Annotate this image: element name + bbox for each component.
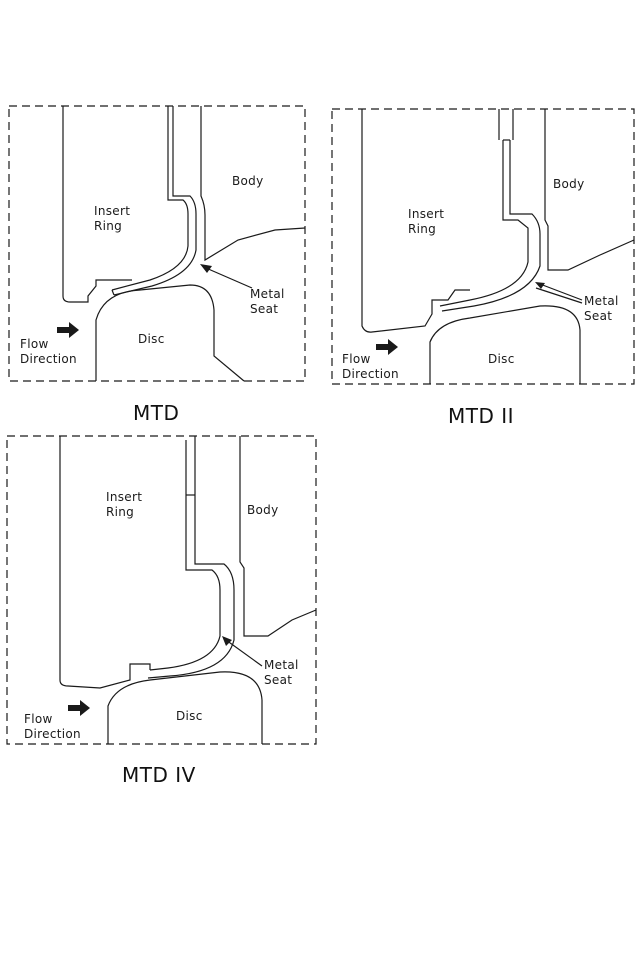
mtd-ii-metal-seat-inner bbox=[441, 140, 541, 312]
mtd-ii-body bbox=[544, 109, 635, 271]
mtd-iv-drawing bbox=[6, 435, 317, 745]
mtd-ii-drawing bbox=[331, 108, 635, 385]
right-arrow-icon bbox=[57, 322, 79, 338]
mtd-iv-metal-seat-label: Metal Seat bbox=[264, 658, 299, 687]
mtd-iv-disc-label: Disc bbox=[176, 709, 203, 723]
mtd-metal-seat-inner bbox=[113, 106, 197, 296]
mtd-iv-metal-seat-inner bbox=[147, 436, 235, 679]
mtd-drawing bbox=[8, 105, 306, 382]
right-arrow-icon bbox=[68, 700, 90, 716]
diagram-mtd-ii: Insert Ring Body Metal Seat Disc Flow Di… bbox=[0, 0, 641, 430]
mtd-insert-ring-label: Insert Ring bbox=[94, 204, 131, 233]
mtd-body-label: Body bbox=[232, 174, 264, 188]
mtd-body bbox=[200, 106, 306, 262]
diagram-mtd: Insert Ring Body Metal Seat Disc Flow Di… bbox=[0, 0, 320, 430]
mtd-ii-metal-seat-label: Metal Seat bbox=[584, 294, 619, 323]
mtd-disc-label: Disc bbox=[138, 332, 165, 346]
mtd-iv-body-label: Body bbox=[247, 503, 279, 517]
mtd-ii-disc bbox=[429, 305, 581, 384]
mtd-iv-body bbox=[239, 436, 317, 637]
mtd-insert-ring bbox=[62, 106, 132, 303]
mtd-ii-body-label: Body bbox=[553, 177, 585, 191]
mtd-metal-seat-label: Metal Seat bbox=[250, 287, 285, 316]
mtd-iv-leader bbox=[225, 639, 263, 667]
mtd-iv-flow-direction-label: Flow Direction bbox=[24, 712, 81, 741]
mtd-ii-insert-ring-label: Insert Ring bbox=[408, 207, 445, 236]
mtd-iv-insert-ring bbox=[59, 436, 151, 689]
right-arrow-icon bbox=[376, 339, 398, 355]
mtd-metal-seat-outer bbox=[111, 106, 189, 291]
mtd-ii-flow-direction-label: Flow Direction bbox=[342, 352, 399, 381]
mtd-iv-caption: MTD IV bbox=[122, 763, 196, 787]
mtd-ii-disc-label: Disc bbox=[488, 352, 515, 366]
mtd-flow-direction-label: Flow Direction bbox=[20, 337, 77, 366]
mtd-ii-metal-seat-outer bbox=[439, 140, 529, 307]
mtd-caption: MTD bbox=[133, 401, 180, 425]
mtd-ii-leader-2 bbox=[535, 287, 583, 304]
mtd-frame bbox=[8, 105, 306, 382]
mtd-ii-frame bbox=[331, 108, 635, 385]
mtd-ii-insert-ring bbox=[361, 109, 470, 333]
mtd-leader bbox=[205, 267, 253, 289]
mtd-disc bbox=[95, 284, 245, 382]
mtd-iv-metal-seat-outer bbox=[149, 440, 221, 671]
mtd-iv-insert-ring-label: Insert Ring bbox=[106, 490, 143, 519]
mtd-ii-leader-1 bbox=[539, 283, 583, 301]
diagram-mtd-iv: Insert Ring Body Metal Seat Disc Flow Di… bbox=[0, 0, 330, 800]
mtd-ii-caption: MTD II bbox=[448, 404, 515, 428]
mtd-iv-disc bbox=[107, 671, 263, 744]
mtd-iv-frame bbox=[6, 435, 317, 745]
mtd-leader-head bbox=[200, 264, 212, 273]
